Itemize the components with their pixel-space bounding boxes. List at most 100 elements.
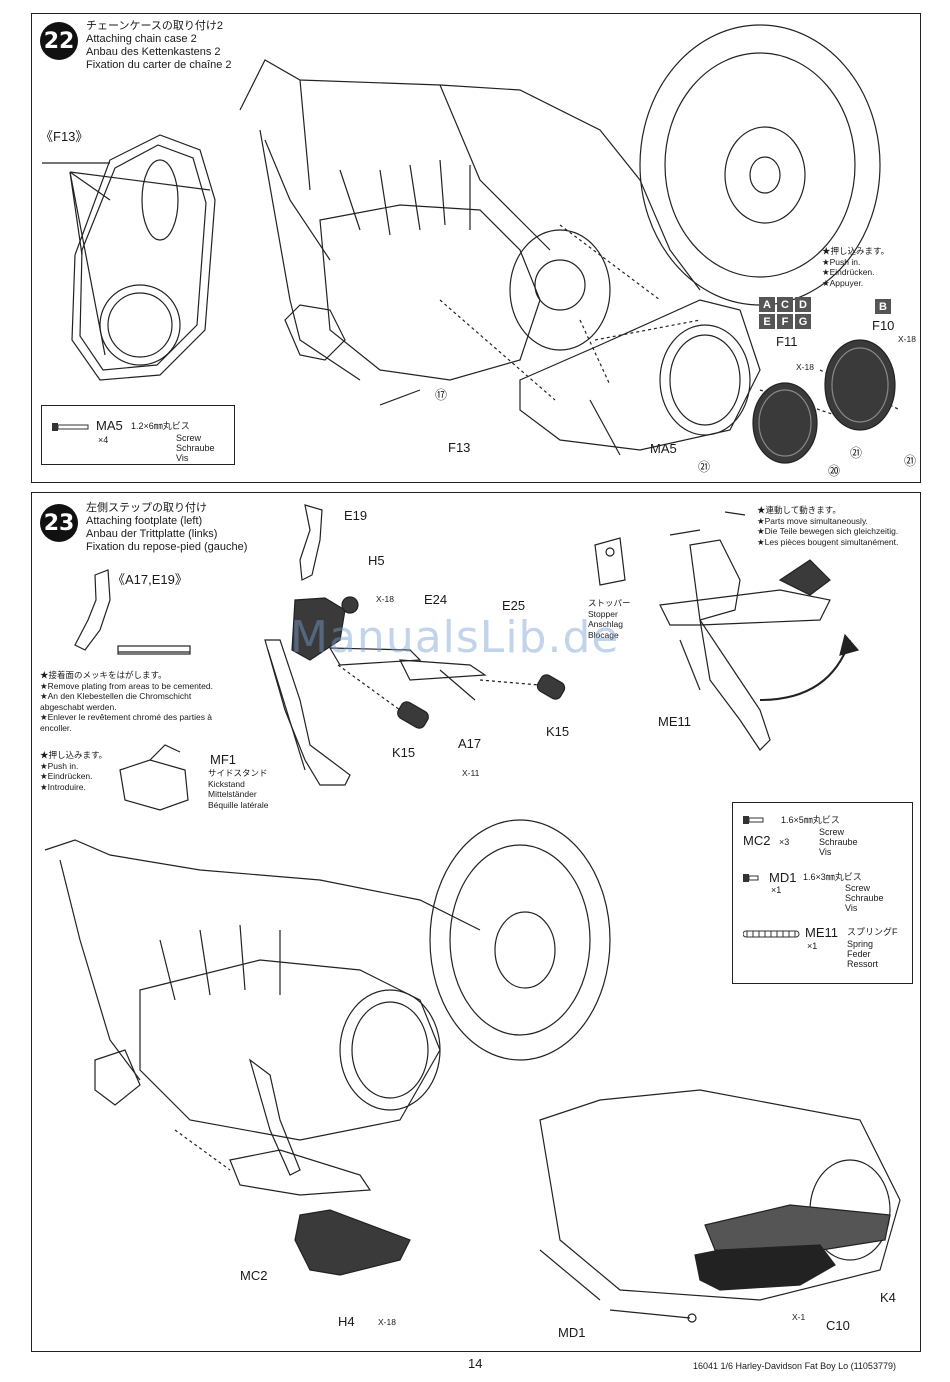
part-md1-qty: ×1 (771, 885, 782, 895)
step-22-title-de: Anbau des Kettenkastens 2 (86, 46, 221, 58)
plating-note-line-2: ★Remove plating from areas to be cemente… (40, 680, 213, 691)
plating-note-line-6: encoller. (40, 722, 72, 733)
part-me11-code: ME11 (805, 925, 838, 940)
part-me11-names: Spring Feder Ressort (847, 939, 878, 969)
step-23-panel (31, 492, 921, 1352)
part-me11-size: スプリングF (847, 927, 898, 937)
part-name-en: Screw (819, 827, 845, 837)
label-md1: MD1 (558, 1325, 586, 1340)
step-22-titles: チェーンケースの取り付け2 Attaching chain case 2 Anb… (86, 20, 232, 72)
label-x1: X-1 (792, 1312, 806, 1322)
marker-21-c: ㉑ (904, 454, 917, 468)
push-note-fr: ★Introduire. (40, 781, 86, 792)
plating-note: ★接着面のメッキをはがします。 ★Remove plating from are… (40, 670, 213, 733)
label-f10: F10 (872, 318, 895, 333)
move-note-en: ★Parts move simultaneously. (757, 515, 868, 526)
step-23-title-ja: 左側ステップの取り付け (86, 502, 207, 514)
push-note-de: ★Eindrücken. (40, 771, 93, 781)
plating-note-line-3: ★An den Klebestellen die Chromschicht (40, 691, 192, 701)
label-k4: K4 (880, 1290, 896, 1305)
step-22-title-ja: チェーンケースの取り付け2 (86, 20, 224, 32)
part-mc2-size: 1.6×5㎜丸ビス (781, 815, 840, 825)
part-ma5-names: Screw Schraube Vis (176, 433, 215, 463)
part-name-de: Schraube (819, 837, 858, 847)
letter-c: C (777, 297, 793, 312)
part-mc2-code: MC2 (743, 833, 771, 848)
part-ma5-code: MA5 (96, 418, 123, 433)
label-h5: H5 (368, 553, 385, 568)
move-note: ★連動して動きます。 ★Parts move simultaneously. ★… (757, 505, 898, 547)
step-23-title-fr: Fixation du repose-pied (gauche) (86, 541, 248, 553)
move-note-de: ★Die Teile bewegen sich gleichzeitig. (757, 526, 899, 536)
label-k15-a: K15 (392, 745, 416, 760)
label-f13: F13 (448, 440, 471, 455)
label-x18-h4: X-18 (378, 1317, 396, 1327)
screw-icon (52, 423, 89, 431)
label-k15-b: K15 (546, 724, 570, 739)
label-e19: E19 (344, 508, 368, 523)
label-x18-b: X-18 (898, 334, 916, 344)
part-name-fr: Vis (845, 903, 858, 913)
screw-icon (743, 816, 764, 824)
push-note-ja: ★押し込みます。 (822, 246, 890, 256)
part-me11-qty: ×1 (807, 941, 818, 951)
step-23-number-badge: 23 (40, 504, 78, 542)
part-md1-size: 1.6×3㎜丸ビス (803, 872, 862, 882)
step-22-push-note: ★押し込みます。 ★Push in. ★Eindrücken. ★Appuyer… (822, 246, 889, 288)
step-23-inset-label: 《A17,E19》 (112, 572, 188, 587)
plating-note-line-4: abgeschabt werden. (40, 701, 117, 712)
label-c10: C10 (826, 1318, 850, 1333)
plating-note-line-5: ★Enlever le revêtement chromé des partie… (40, 712, 213, 722)
step-23-push-note: ★押し込みます。 ★Push in. ★Eindrücken. ★Introdu… (40, 750, 107, 792)
step-22-number-badge: 22 (40, 22, 78, 60)
part-name-fr: Vis (819, 847, 832, 857)
part-name-de: Schraube (845, 893, 884, 903)
part-name-en: Screw (845, 883, 871, 893)
part-name-fr: Ressort (847, 959, 879, 969)
part-md1-names: Screw Schraube Vis (845, 883, 884, 913)
label-x11: X-11 (462, 768, 480, 778)
stopper-ja: ストッパー (588, 598, 631, 608)
push-note-en: ★Push in. (40, 760, 79, 771)
step-23-titles: 左側ステップの取り付け Attaching footplate (left) A… (86, 502, 247, 554)
stopper-de: Anschlag (588, 619, 623, 629)
step-22-parts-box: MA5 1.2×6㎜丸ビス ×4 Screw Schraube Vis (41, 405, 235, 465)
screw-icon (743, 874, 759, 882)
step-23-title-en: Attaching footplate (left) (86, 515, 203, 527)
plating-note-line-1: ★接着面のメッキをはがします。 (40, 670, 167, 680)
step-22-title-en: Attaching chain case 2 (86, 33, 197, 45)
part-name-de: Feder (847, 949, 871, 959)
label-h4: H4 (338, 1314, 355, 1329)
part-name-fr: Vis (176, 453, 189, 463)
watermark: ManualsLib.de (290, 612, 620, 663)
part-md1-code: MD1 (769, 870, 797, 885)
part-ma5-size: 1.2×6㎜丸ビス (131, 421, 190, 431)
push-note-de: ★Eindrücken. (822, 267, 875, 277)
marker-21-a: ㉑ (698, 460, 711, 474)
mf1-names: サイドスタンド Kickstand Mittelständer Béquille… (208, 768, 268, 810)
letter-g: G (795, 314, 811, 329)
spring-icon (743, 930, 800, 938)
mf1-name-fr: Béquille latérale (208, 799, 269, 810)
part-ma5-qty: ×4 (98, 435, 109, 445)
mf1-name-ja: サイドスタンド (208, 768, 268, 778)
part-mc2-names: Screw Schraube Vis (819, 827, 858, 857)
label-mf1: MF1 (210, 752, 236, 767)
step-22-title-fr: Fixation du carter de chaîne 2 (86, 59, 232, 71)
part-name-en: Screw (176, 433, 202, 443)
marker-17: ⑰ (435, 388, 448, 402)
mf1-name-de: Mittelständer (208, 789, 257, 799)
letter-d: D (795, 297, 811, 312)
stopper-fr: Blocage (588, 629, 619, 640)
label-ma5: MA5 (650, 441, 677, 456)
label-e24: E24 (424, 592, 448, 607)
push-note-ja: ★押し込みます。 (40, 750, 108, 760)
push-note-en: ★Push in. (822, 256, 861, 267)
part-mc2-qty: ×3 (779, 837, 790, 847)
mf1-name-en: Kickstand (208, 778, 245, 789)
stopper-en: Stopper (588, 608, 618, 619)
letter-a: A (759, 297, 775, 312)
label-me11: ME11 (658, 714, 691, 729)
footer-reference: 16041 1/6 Harley-Davidson Fat Boy Lo (11… (693, 1361, 896, 1371)
